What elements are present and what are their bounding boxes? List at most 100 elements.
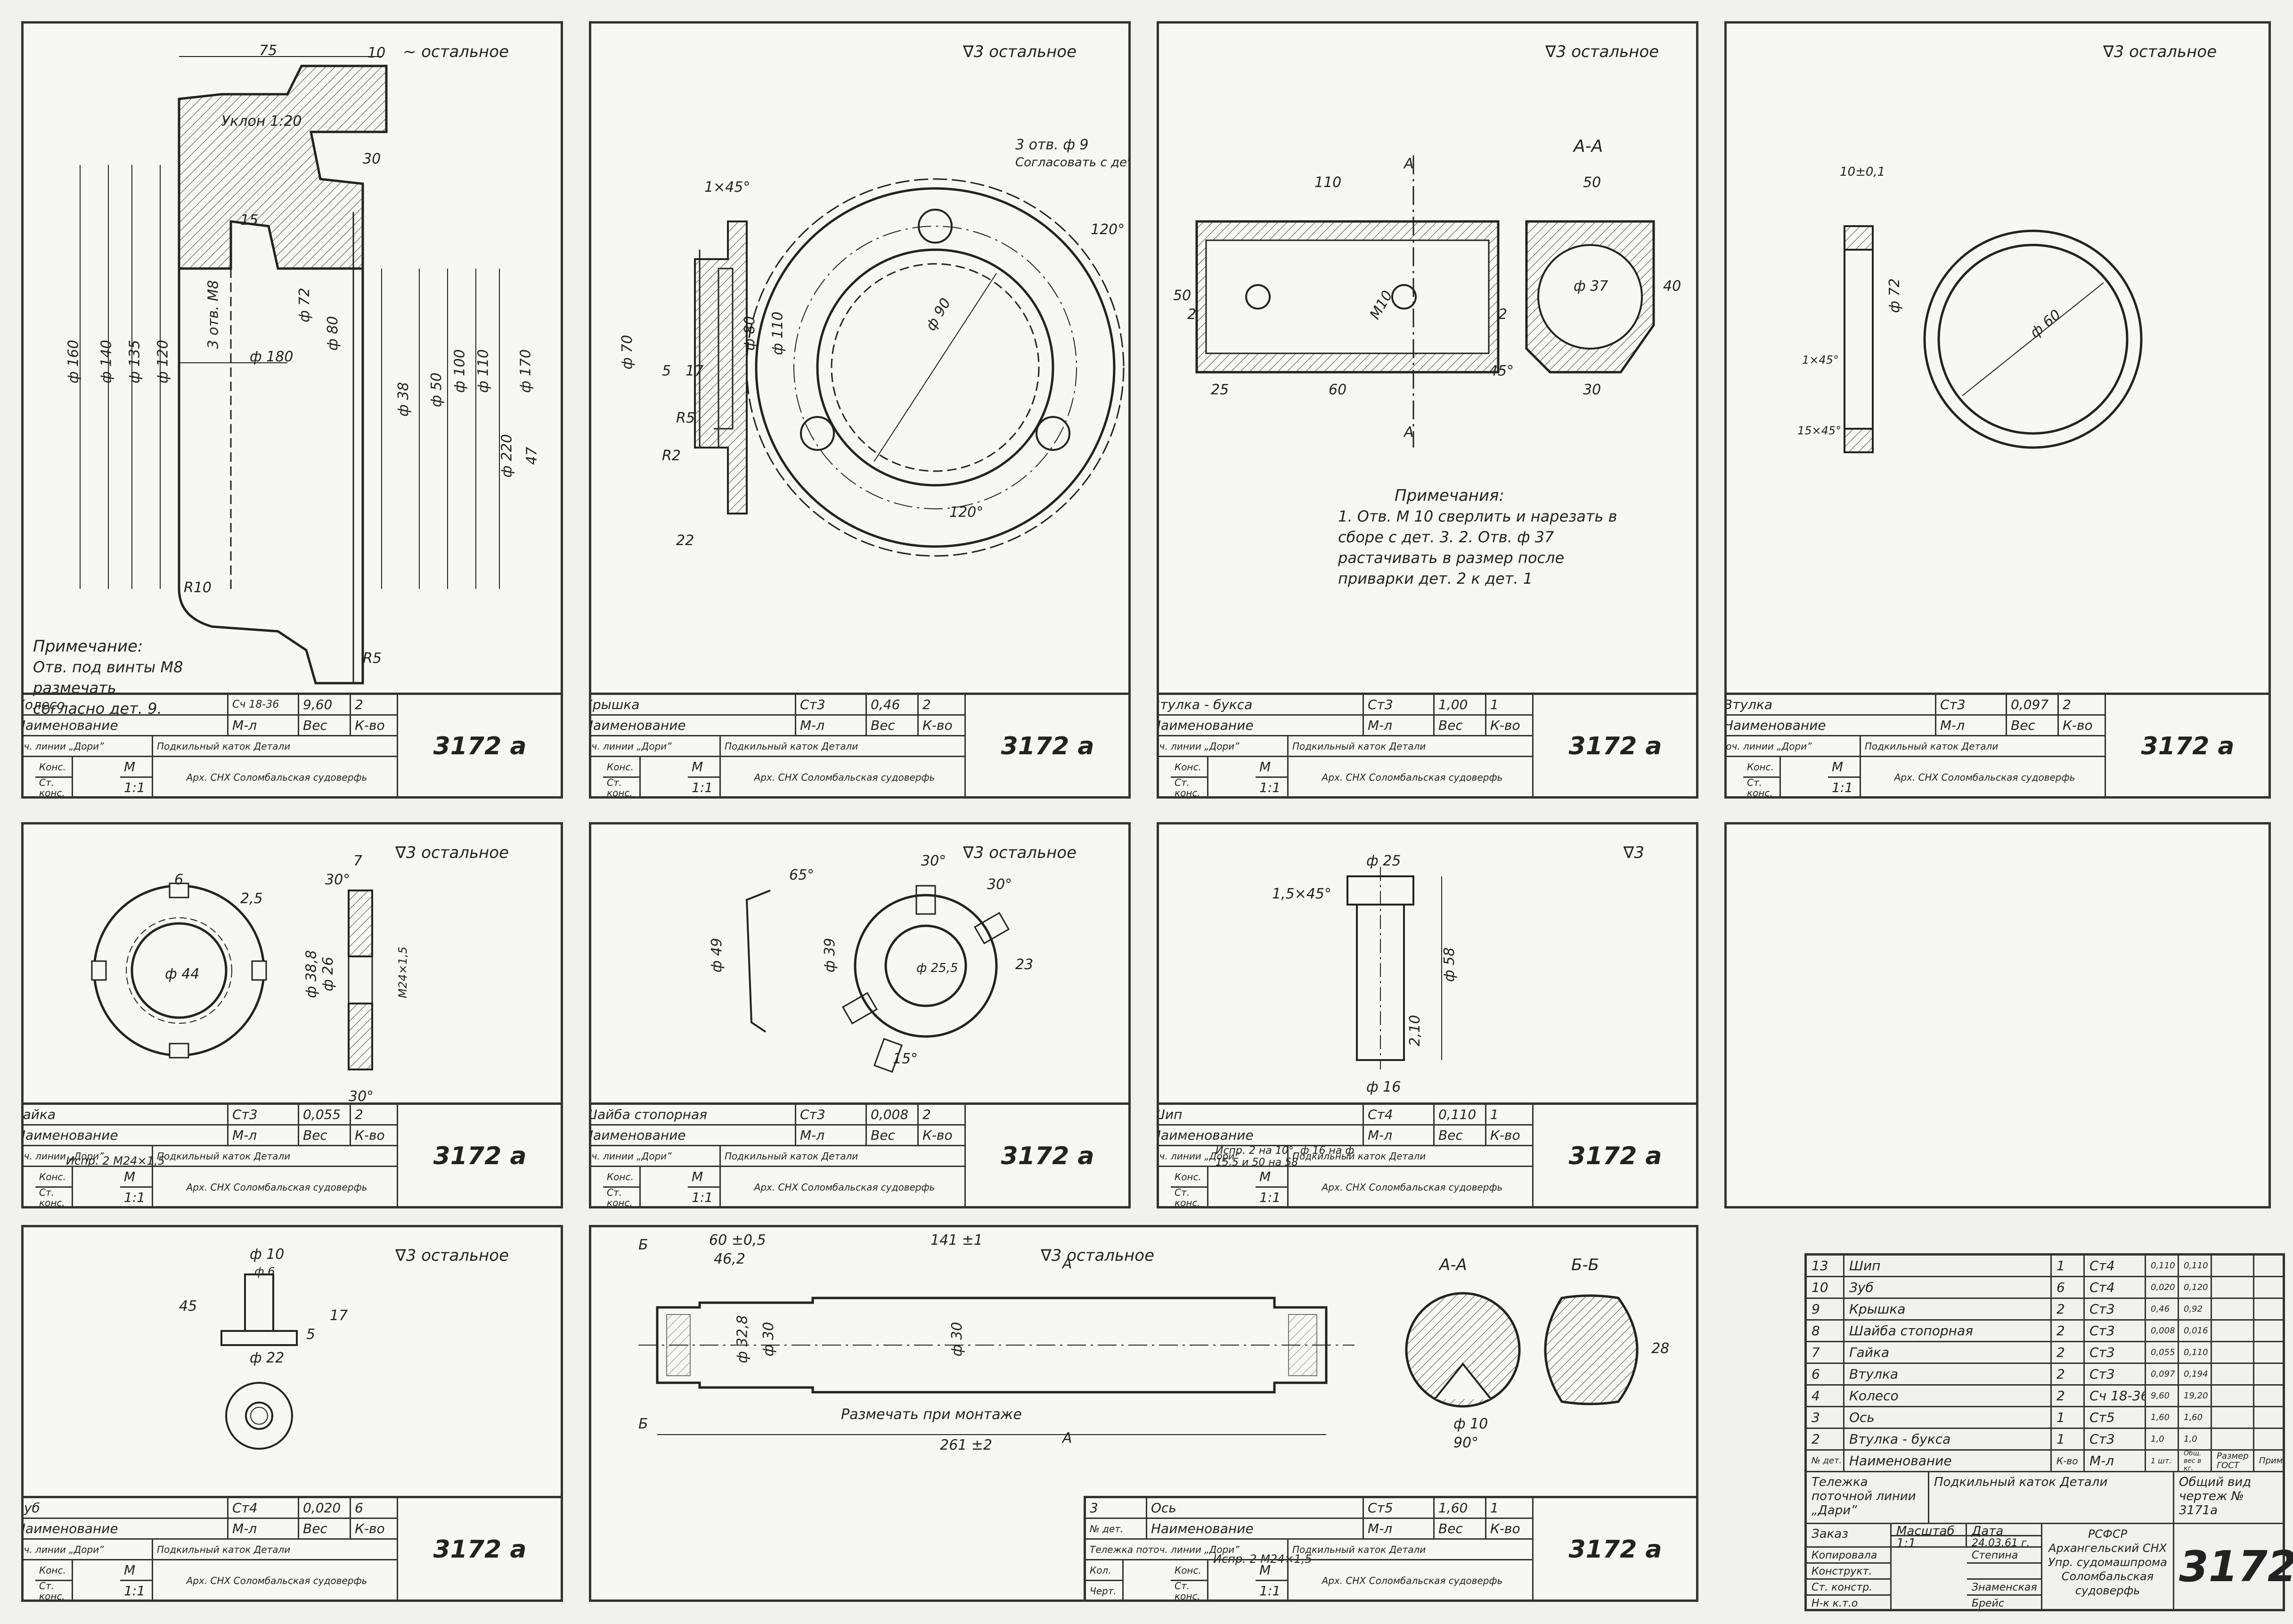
tb-kons: Конс. — [1171, 1560, 1208, 1581]
spec-cell-m: Ст3 — [2085, 1342, 2146, 1363]
tb-scale: 1:1 — [688, 778, 721, 796]
tb-weight: 0,110 — [1435, 1105, 1486, 1126]
tb-name: Шайба стопорная — [591, 1105, 796, 1126]
tb-part: Подкильный каток Детали — [153, 1540, 398, 1560]
dim-28: 28 — [1651, 1340, 1670, 1357]
dim-d135: ф 135 — [126, 340, 143, 384]
tb-weight: 0,46 — [867, 695, 919, 716]
dim-d32-8: ф 32,8 — [734, 1315, 751, 1363]
dim-30b: 30° — [987, 876, 1012, 893]
section-aa-title: А-А — [1439, 1256, 1467, 1274]
spec-role-1: Конструкт. — [1807, 1564, 1892, 1580]
dim-thread: М24×1,5 — [396, 947, 409, 998]
tb-scale-label: М — [688, 1167, 721, 1188]
spec-cell-n: 2 — [1807, 1429, 1844, 1449]
tb-material: Ст3 — [1364, 695, 1435, 716]
bushing-drawing — [1844, 225, 2143, 453]
tb-kons: Конс. — [603, 1167, 641, 1188]
spec-cell-note — [2254, 1386, 2283, 1406]
tb-drawing-number: 3172 а — [2106, 695, 2269, 796]
dim-d110: ф 110 — [475, 349, 492, 393]
tb-scale: 1:1 — [1256, 778, 1289, 796]
tb-weight: 9,60 — [299, 695, 351, 716]
tb-qty: 2 — [919, 695, 966, 716]
dim-d58: ф 58 — [1441, 947, 1458, 982]
surface-finish-note: ∇3 остальное — [1040, 1246, 1154, 1265]
tb-weight-label: Вес — [867, 716, 919, 736]
dim-2-right: 2 — [1498, 306, 1508, 323]
dim-15: 15 — [240, 212, 259, 229]
tb-mat-label: М-л — [796, 1126, 867, 1146]
tb-material: Ст5 — [1364, 1498, 1435, 1519]
dim-65: 65° — [789, 867, 815, 883]
spec-cell-size — [2212, 1277, 2254, 1298]
tb-drawing-number: 3172 а — [398, 695, 561, 796]
tb-num: 3 — [1086, 1498, 1147, 1519]
tb-st-kons: Ст. конс. — [35, 778, 73, 796]
dim-d100: ф 100 — [451, 349, 468, 393]
spec-cell-m: Ст5 — [2085, 1407, 2146, 1428]
tb-qty-label: К-во — [351, 1519, 398, 1540]
spec-cell-size — [2212, 1321, 2254, 1341]
tb-name-label: Наименование — [24, 1519, 228, 1540]
tb-kons: Конс. — [1171, 1167, 1208, 1188]
spec-scale-label: Масштаб — [1892, 1524, 1967, 1538]
tb-org: Арх. СНХ Соломбальская судоверфь — [1289, 757, 1534, 796]
spec-cell-size — [2212, 1364, 2254, 1384]
tb-weight: 0,097 — [2007, 695, 2059, 716]
tb-qty: 2 — [2059, 695, 2106, 716]
lock-washer-drawing — [745, 885, 1010, 1073]
tb-name-label: Наименование — [591, 716, 796, 736]
sheet-bushing: ∇3 остальное 10±0,1 ф 72 ф 60 1×45° 15×4… — [1724, 21, 2271, 799]
tb-material: Ст3 — [228, 1105, 299, 1126]
spec-cell-w1: 1,0 — [2146, 1429, 2179, 1449]
tb-weight-label: Вес — [2007, 716, 2059, 736]
tb-kons: Конс. — [35, 1167, 73, 1188]
sheet-blank — [1724, 822, 2271, 1208]
dim-d25-5: ф 25,5 — [916, 961, 958, 975]
dim-40: 40 — [1663, 278, 1681, 294]
spec-h-qty: К-во — [2052, 1451, 2085, 1471]
dim-holes: 3 отв. ф 9 — [1015, 137, 1089, 153]
dim-46-2: 46,2 — [714, 1251, 745, 1267]
dim-r5: R5 — [363, 650, 382, 667]
dim-5: 5 — [662, 363, 671, 379]
dim-6: 6 — [174, 872, 184, 888]
spec-cell-n: 3 — [1807, 1407, 1844, 1428]
tb-st-kons: Ст. конс. — [1743, 778, 1781, 796]
spec-cell-n: 4 — [1807, 1386, 1844, 1406]
spec-h-name: Наименование — [1844, 1451, 2052, 1471]
tb-weight: 0,020 — [299, 1498, 351, 1519]
dim-2-left: 2 — [1187, 306, 1197, 323]
spec-cell-name: Шип — [1844, 1256, 2052, 1276]
dim-141: 141 ±1 — [930, 1232, 983, 1249]
tb-name-label: Наименование — [1159, 1126, 1364, 1146]
title-block: 7 Гайка Ст3 0,055 2 № дет. Наименование … — [24, 1102, 561, 1206]
tb-part: Подкильный каток Детали — [153, 736, 398, 757]
tb-name: Втулка — [1727, 695, 1936, 716]
tb-weight: 0,055 — [299, 1105, 351, 1126]
surface-finish-note: ∇3 остальное — [1545, 42, 1659, 61]
spec-cell-note — [2254, 1256, 2283, 1276]
spec-cell-m: Ст3 — [2085, 1429, 2146, 1449]
spec-cell-w1: 0,008 — [2146, 1321, 2179, 1341]
tb-org: Арх. СНХ Соломбальская судоверфь — [721, 757, 966, 796]
spec-header-row: № дет. Наименование К-во М-л 1 шт. Общ. … — [1807, 1451, 2283, 1472]
title-block: 10 Зуб Ст4 0,020 6 № дет. Наименование М… — [24, 1496, 561, 1600]
tb-num-label: № дет. — [1086, 1519, 1147, 1540]
spec-cell-m: Ст4 — [2085, 1277, 2146, 1298]
spec-cell-note — [2254, 1429, 2283, 1449]
axlebox-drawing — [1195, 155, 1655, 448]
spec-cell-m: Ст3 — [2085, 1299, 2146, 1319]
tb-product: Тележка поточ. линии „Дори” — [591, 1146, 721, 1167]
spec-cell-size — [2212, 1342, 2254, 1363]
tb-product: Тележка поточ. линии „Дори” — [1086, 1540, 1289, 1560]
tb-scale-label: М — [688, 757, 721, 778]
tb-qty: 1 — [1486, 695, 1534, 716]
tb-scale-label: М — [1256, 1560, 1289, 1581]
dim-d160: ф 160 — [65, 340, 82, 384]
tb-mat-label: М-л — [228, 1126, 299, 1146]
